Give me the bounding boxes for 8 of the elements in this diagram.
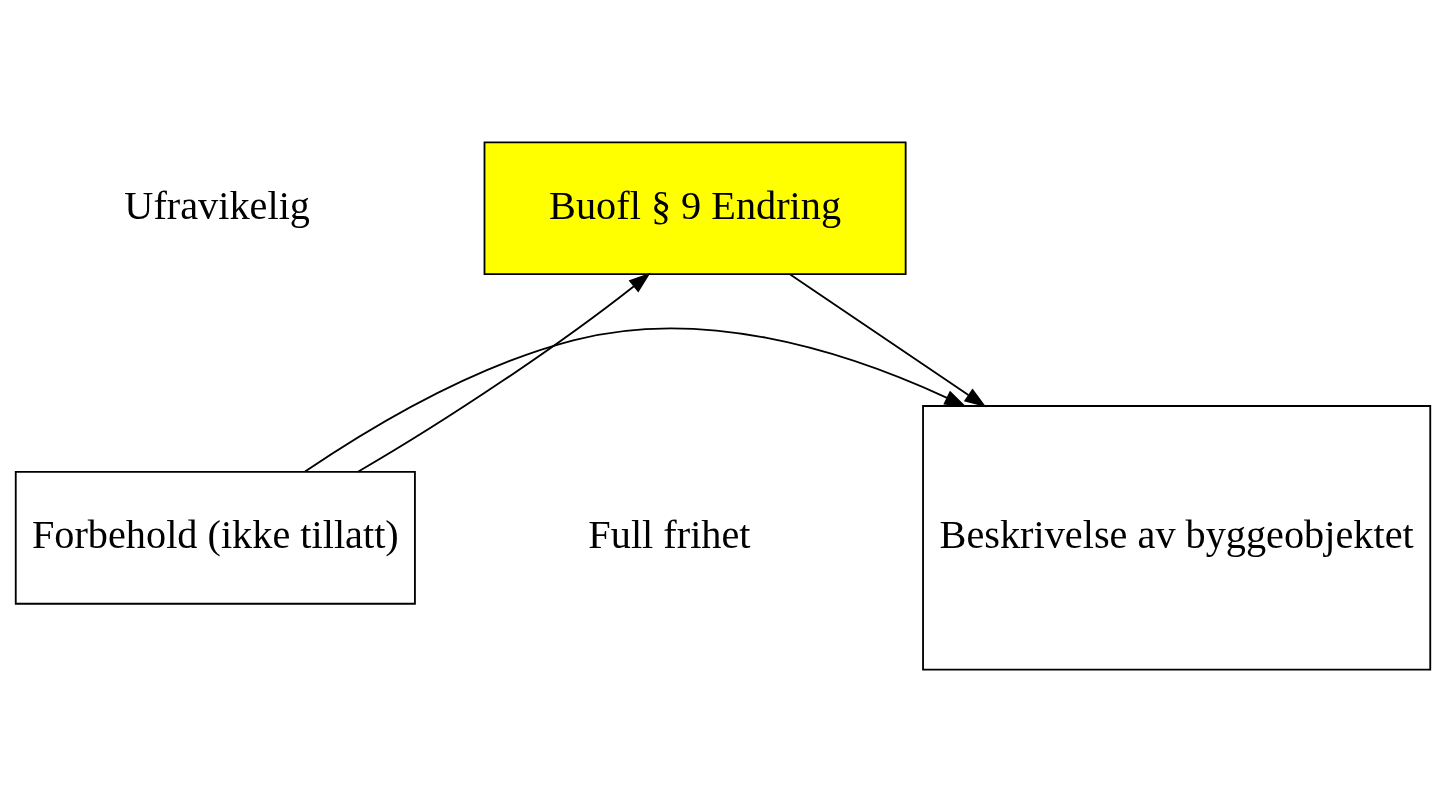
arrow xyxy=(357,272,651,473)
node-box: Beskrivelse av byggeobjektet xyxy=(922,405,1432,671)
label: Full frihet xyxy=(588,512,751,558)
label: Ufravikelig xyxy=(124,182,310,228)
arrow xyxy=(789,273,987,408)
node-box: Forbehold (ikke tillatt) xyxy=(14,471,416,605)
arrow xyxy=(304,327,967,473)
node-box: Buofl § 9 Endring xyxy=(483,141,907,276)
